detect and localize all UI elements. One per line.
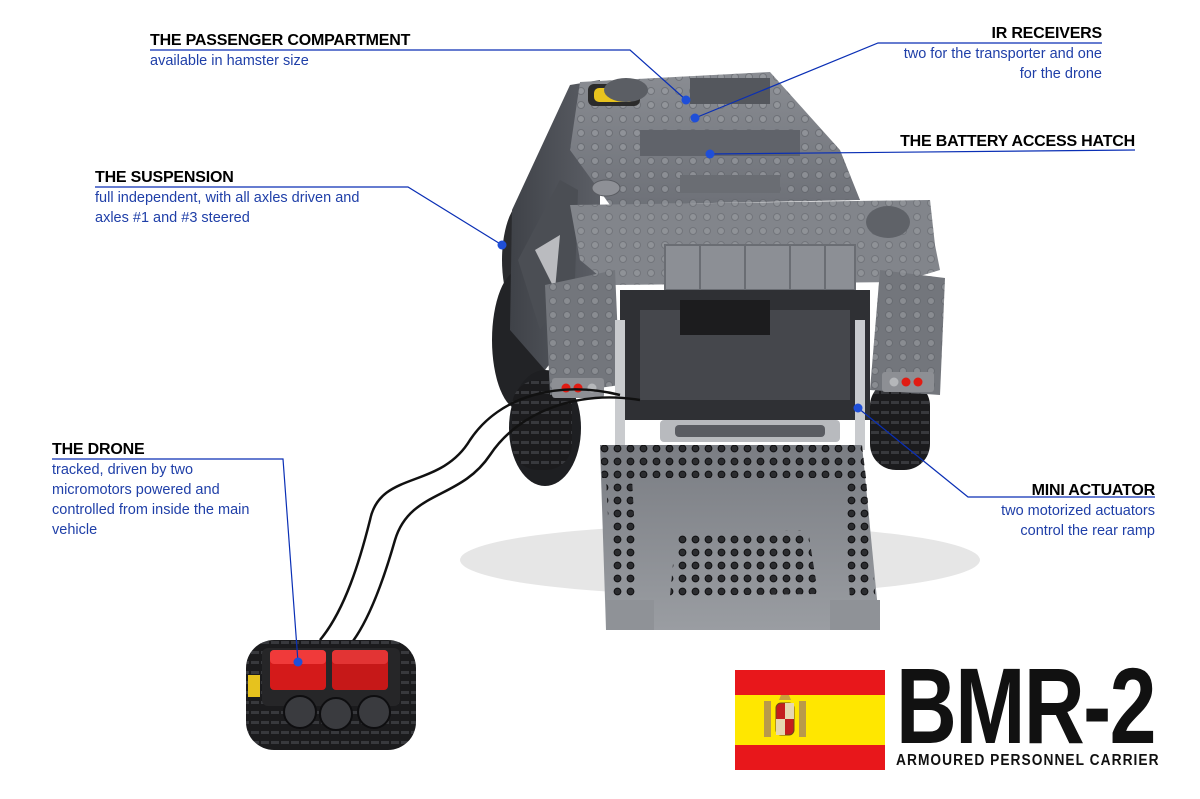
callout-passenger-compartment: THE PASSENGER COMPARTMENT available in h…: [150, 31, 410, 71]
model-subtitle: ARMOURED PERSONNEL CARRIER: [896, 752, 1160, 769]
callout-heading: THE DRONE: [52, 441, 145, 458]
callout-heading: THE BATTERY ACCESS HATCH: [900, 133, 1135, 150]
callout-description-line-2: control the rear ramp: [1020, 523, 1155, 539]
rear-ramp: [600, 445, 880, 630]
callout-description-line-1: two for the transporter and one: [903, 46, 1102, 62]
callout-description: available in hamster size: [150, 53, 309, 69]
callout-description-line-1: tracked, driven by two: [52, 462, 194, 478]
callout-description-line-2: axles #1 and #3 steered: [95, 210, 250, 226]
callout-dots: [293, 95, 863, 667]
callout-heading: THE PASSENGER COMPARTMENT: [150, 32, 411, 49]
callout-mini-actuator: MINI ACTUATOR two motorized actuators co…: [895, 481, 1155, 541]
callout-description-line-1: two motorized actuators: [1001, 503, 1155, 519]
callout-suspension: THE SUSPENSION full independent, with al…: [95, 168, 359, 228]
model-title: BMR-2: [896, 645, 1157, 766]
callout-description-line-3: controlled from inside the main: [52, 502, 250, 518]
drone-cables: [319, 388, 641, 646]
callout-description-line-2: micromotors powered and: [52, 482, 220, 498]
callout-drone: THE DRONE tracked, driven by two micromo…: [52, 440, 249, 540]
drone-vehicle: [246, 640, 416, 750]
callout-ir-receivers: IR RECEIVERS two for the transporter and…: [802, 24, 1102, 84]
callout-leader-lines: [52, 42, 1155, 663]
callout-battery-hatch: THE BATTERY ACCESS HATCH: [815, 132, 1135, 152]
vehicle-body: [510, 72, 945, 450]
spain-flag: [735, 670, 885, 770]
callout-heading: MINI ACTUATOR: [1031, 482, 1156, 499]
callout-description-line-2: for the drone: [1019, 66, 1102, 82]
callout-description-line-1: full independent, with all axles driven …: [95, 190, 360, 206]
callout-heading: THE SUSPENSION: [95, 169, 234, 186]
callout-heading: IR RECEIVERS: [991, 25, 1102, 42]
coat-of-arms-icon: [764, 695, 806, 737]
callout-description-line-4: vehicle: [52, 522, 98, 538]
